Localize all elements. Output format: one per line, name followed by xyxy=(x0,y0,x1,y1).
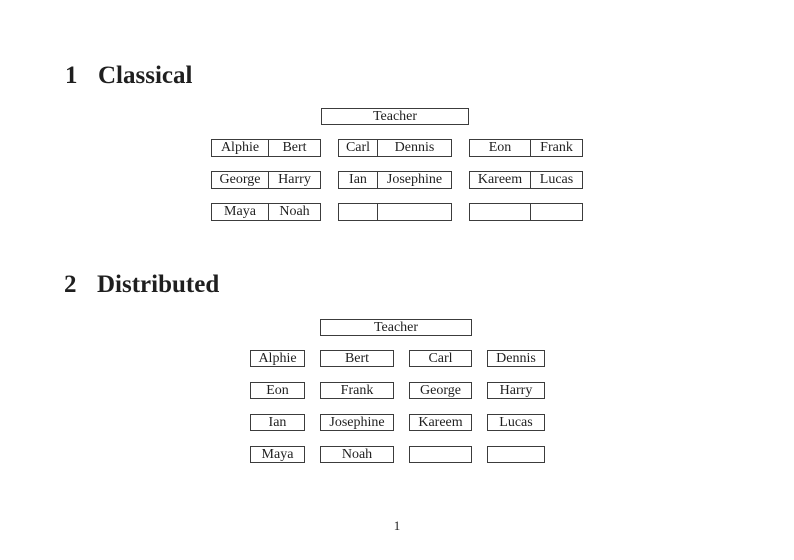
seat-box: Kareem xyxy=(409,414,472,431)
section-title: Classical xyxy=(98,62,193,89)
page-number: 1 xyxy=(393,518,401,533)
seat-box: Maya xyxy=(250,446,305,463)
desk-seat-left: Eon xyxy=(470,140,531,156)
desk-seat-left: Maya xyxy=(212,204,269,220)
desk-seat-right: Noah xyxy=(279,204,310,219)
distributed-seating-diagram: Teacher Alphie Bert Carl Dennis Eon Fran… xyxy=(250,319,545,465)
seat-box: Dennis xyxy=(487,350,545,367)
seat-box: Bert xyxy=(320,350,394,367)
distributed-row-3: Ian Josephine Kareem Lucas xyxy=(250,414,545,431)
seat-box-empty xyxy=(409,446,472,463)
desk: Eon Frank xyxy=(469,139,583,157)
section-number: 1 xyxy=(65,62,78,89)
classical-row-3: Maya Noah xyxy=(211,203,583,221)
desk-seat-left: Alphie xyxy=(212,140,269,156)
seat-box: Harry xyxy=(487,382,545,399)
desk: Alphie Bert xyxy=(211,139,321,157)
teacher-box: Teacher xyxy=(321,108,469,125)
section-heading-classical: 1 Classical xyxy=(65,63,192,88)
seat-box: Eon xyxy=(250,382,305,399)
section-title: Distributed xyxy=(97,271,220,298)
seat-box: Carl xyxy=(409,350,472,367)
desk-seat-left: Ian xyxy=(339,172,378,188)
desk-seat-left: Carl xyxy=(339,140,378,156)
seat-box: Frank xyxy=(320,382,394,399)
desk-seat-left xyxy=(339,204,378,220)
section-number: 2 xyxy=(64,271,77,298)
desk-seat-left: George xyxy=(212,172,269,188)
seat-box: Alphie xyxy=(250,350,305,367)
desk-seat-left: Kareem xyxy=(470,172,531,188)
desk-seat-right: Frank xyxy=(540,140,573,155)
desk: Ian Josephine xyxy=(338,171,452,189)
desk: Carl Dennis xyxy=(338,139,452,157)
distributed-row-2: Eon Frank George Harry xyxy=(250,382,545,399)
desk-empty xyxy=(338,203,452,221)
seat-box: Ian xyxy=(250,414,305,431)
desk-seat-left xyxy=(470,204,531,220)
desk: Kareem Lucas xyxy=(469,171,583,189)
desk-seat-right: Lucas xyxy=(539,172,574,187)
teacher-box: Teacher xyxy=(320,319,472,336)
seat-box: Noah xyxy=(320,446,394,463)
section-heading-distributed: 2 Distributed xyxy=(64,272,219,297)
desk-seat-right: Bert xyxy=(282,140,307,155)
distributed-row-4: Maya Noah xyxy=(250,446,545,463)
distributed-row-1: Alphie Bert Carl Dennis xyxy=(250,350,545,367)
desk-empty xyxy=(469,203,583,221)
seat-box-empty xyxy=(487,446,545,463)
desk-seat-right: Josephine xyxy=(386,172,443,187)
classical-row-2: George Harry Ian Josephine Kareem Lucas xyxy=(211,171,583,189)
seat-box: Josephine xyxy=(320,414,394,431)
desk-seat-right xyxy=(378,204,451,220)
seat-box: George xyxy=(409,382,472,399)
desk-seat-right: Dennis xyxy=(394,140,435,155)
classical-seating-diagram: Teacher Alphie Bert Carl Dennis Eon Fran… xyxy=(211,108,583,223)
desk: George Harry xyxy=(211,171,321,189)
classical-row-1: Alphie Bert Carl Dennis Eon Frank xyxy=(211,139,583,157)
seat-box: Lucas xyxy=(487,414,545,431)
desk-seat-right: Harry xyxy=(278,172,311,187)
desk: Maya Noah xyxy=(211,203,321,221)
desk-seat-right xyxy=(531,204,582,220)
